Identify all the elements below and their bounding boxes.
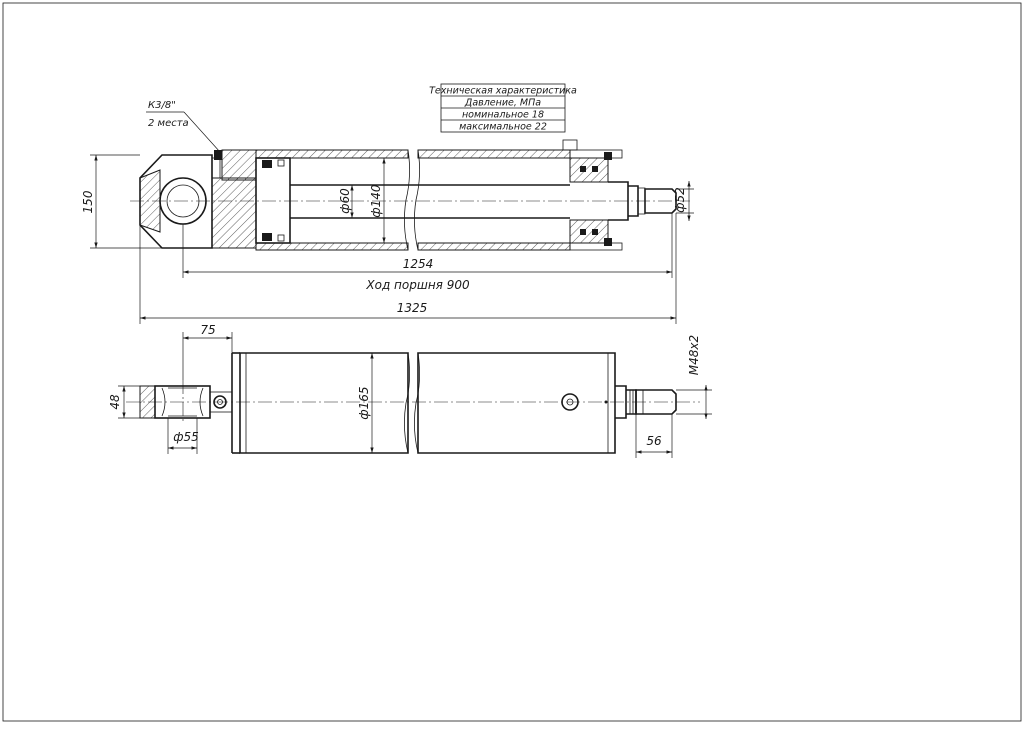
rod-thread-end bbox=[644, 188, 677, 214]
section-view bbox=[130, 139, 690, 251]
dim-width-48: 48 bbox=[108, 394, 122, 410]
dim-rod-dia: ф60 bbox=[338, 188, 352, 214]
dim-length-56: 56 bbox=[646, 434, 662, 448]
dim-stroke: Ход поршня 900 bbox=[365, 278, 470, 292]
dim-height-150: 150 bbox=[81, 190, 95, 213]
dim-bore-dia: ф140 bbox=[369, 184, 383, 218]
external-dimensions: 75 48 ф165 ф55 M48x2 56 bbox=[108, 323, 712, 458]
gland-bottom bbox=[569, 219, 609, 244]
dim-length-1254: 1254 bbox=[403, 257, 434, 271]
barrel-wall-bottom bbox=[255, 242, 409, 251]
dim-length-1325: 1325 bbox=[397, 301, 428, 315]
dim-eye-dia: ф55 bbox=[173, 430, 199, 444]
end-cap bbox=[211, 177, 257, 249]
dim-offset-75: 75 bbox=[200, 323, 215, 337]
gland-top bbox=[569, 157, 609, 183]
spec-table: Техническая характеристика Давление, МПа… bbox=[429, 83, 577, 133]
port-callout: К3/8" 2 места bbox=[146, 100, 221, 153]
piston bbox=[255, 157, 291, 244]
external-view bbox=[126, 352, 700, 454]
barrel-outline bbox=[239, 352, 409, 454]
section-dimensions: 150 ф60 ф140 ф52 1254 Ход поршня 900 132… bbox=[81, 154, 694, 324]
dim-outer-dia: ф165 bbox=[357, 386, 371, 419]
spec-table-nominal: номинальное 18 bbox=[462, 110, 544, 121]
spec-table-title: Техническая характеристика bbox=[429, 86, 577, 97]
dim-rod-end-dia: ф52 bbox=[673, 187, 687, 213]
barrel-wall-top bbox=[255, 149, 409, 159]
spec-table-maximum: максимальное 22 bbox=[459, 122, 547, 133]
callout-count: 2 места bbox=[148, 118, 189, 129]
spec-table-pressure: Давление, МПа bbox=[464, 98, 541, 109]
callout-thread: К3/8" bbox=[148, 100, 176, 111]
dim-thread-m48: M48x2 bbox=[687, 335, 701, 375]
